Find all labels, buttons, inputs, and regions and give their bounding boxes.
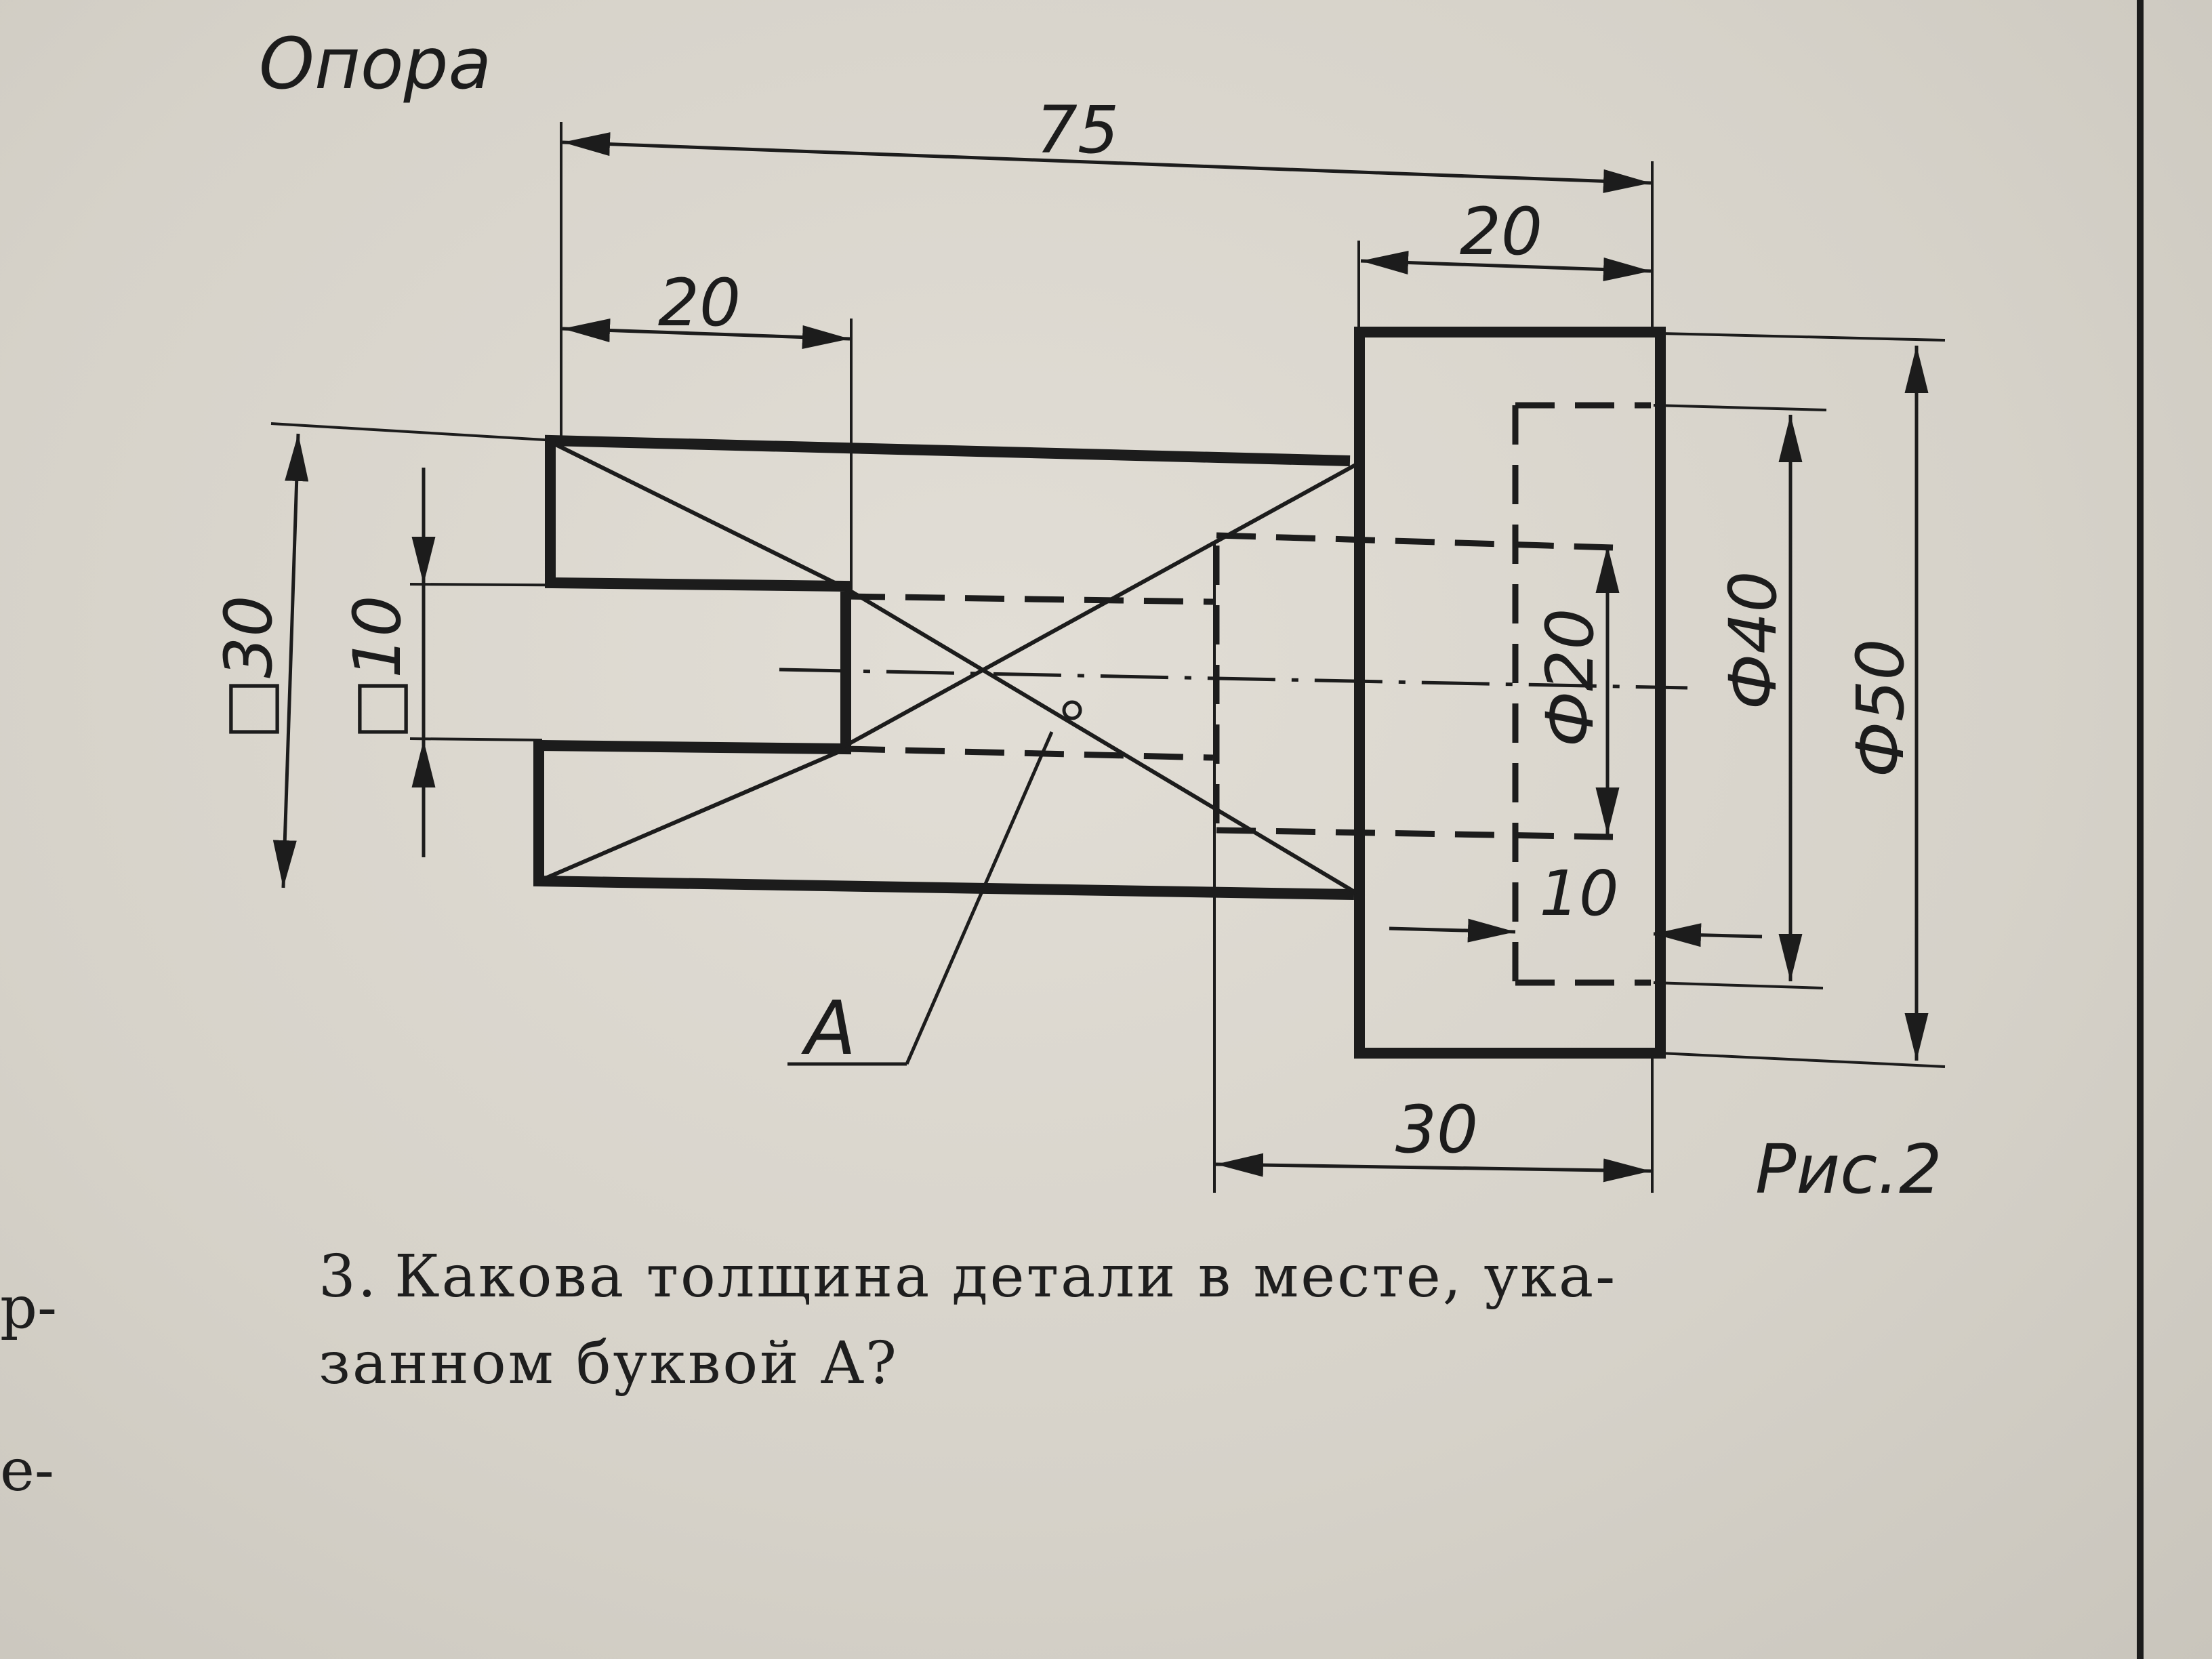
dim-label-20-right: 20 — [1460, 194, 1542, 270]
leader-line-a — [787, 700, 1082, 1066]
margin-fragment-2: е- — [0, 1437, 54, 1504]
dim-line-sq30 — [272, 433, 309, 888]
dim-line-20-right — [1360, 250, 1652, 282]
question-line-2: занном буквой A? — [319, 1330, 899, 1397]
center-line — [779, 668, 1688, 690]
dim-label-dia50: Ф50 — [1843, 639, 1919, 778]
flange-outline — [1354, 327, 1666, 1059]
dim-label-recess-10: 10 — [1539, 857, 1618, 930]
dim-label-sq30: □30 — [211, 596, 287, 740]
shaft-upper-outline — [533, 434, 1355, 900]
question-number: 3. — [319, 1243, 379, 1311]
question-text: 3.Какова толщина детали в месте, ука-зан… — [319, 1233, 2053, 1407]
dim-line-20-left — [562, 318, 851, 350]
flat-surface-marks — [541, 440, 1358, 895]
figure-caption: Рис.2 — [1755, 1130, 1942, 1209]
dim-label-dia20: Ф20 — [1532, 609, 1608, 747]
leader-label-a: A — [801, 985, 856, 1071]
question-line-1: Какова толщина детали в месте, ука- — [394, 1243, 1618, 1311]
dimension-lines — [272, 132, 1929, 1183]
hidden-lines — [845, 402, 1651, 986]
dim-label-75: 75 — [1036, 92, 1119, 168]
dim-line-30-bottom — [1215, 1153, 1652, 1183]
dim-label-30-bottom: 30 — [1395, 1092, 1478, 1168]
extension-lines — [270, 122, 1946, 1193]
dim-line-75 — [562, 132, 1652, 193]
dim-label-20-left: 20 — [658, 265, 741, 341]
dim-label-sq10: □10 — [340, 596, 415, 740]
part-title: Опора — [259, 22, 491, 105]
dim-label-dia40: Ф40 — [1715, 571, 1791, 710]
part-outline — [533, 327, 1666, 1059]
margin-fragment-1: р- — [0, 1274, 58, 1342]
